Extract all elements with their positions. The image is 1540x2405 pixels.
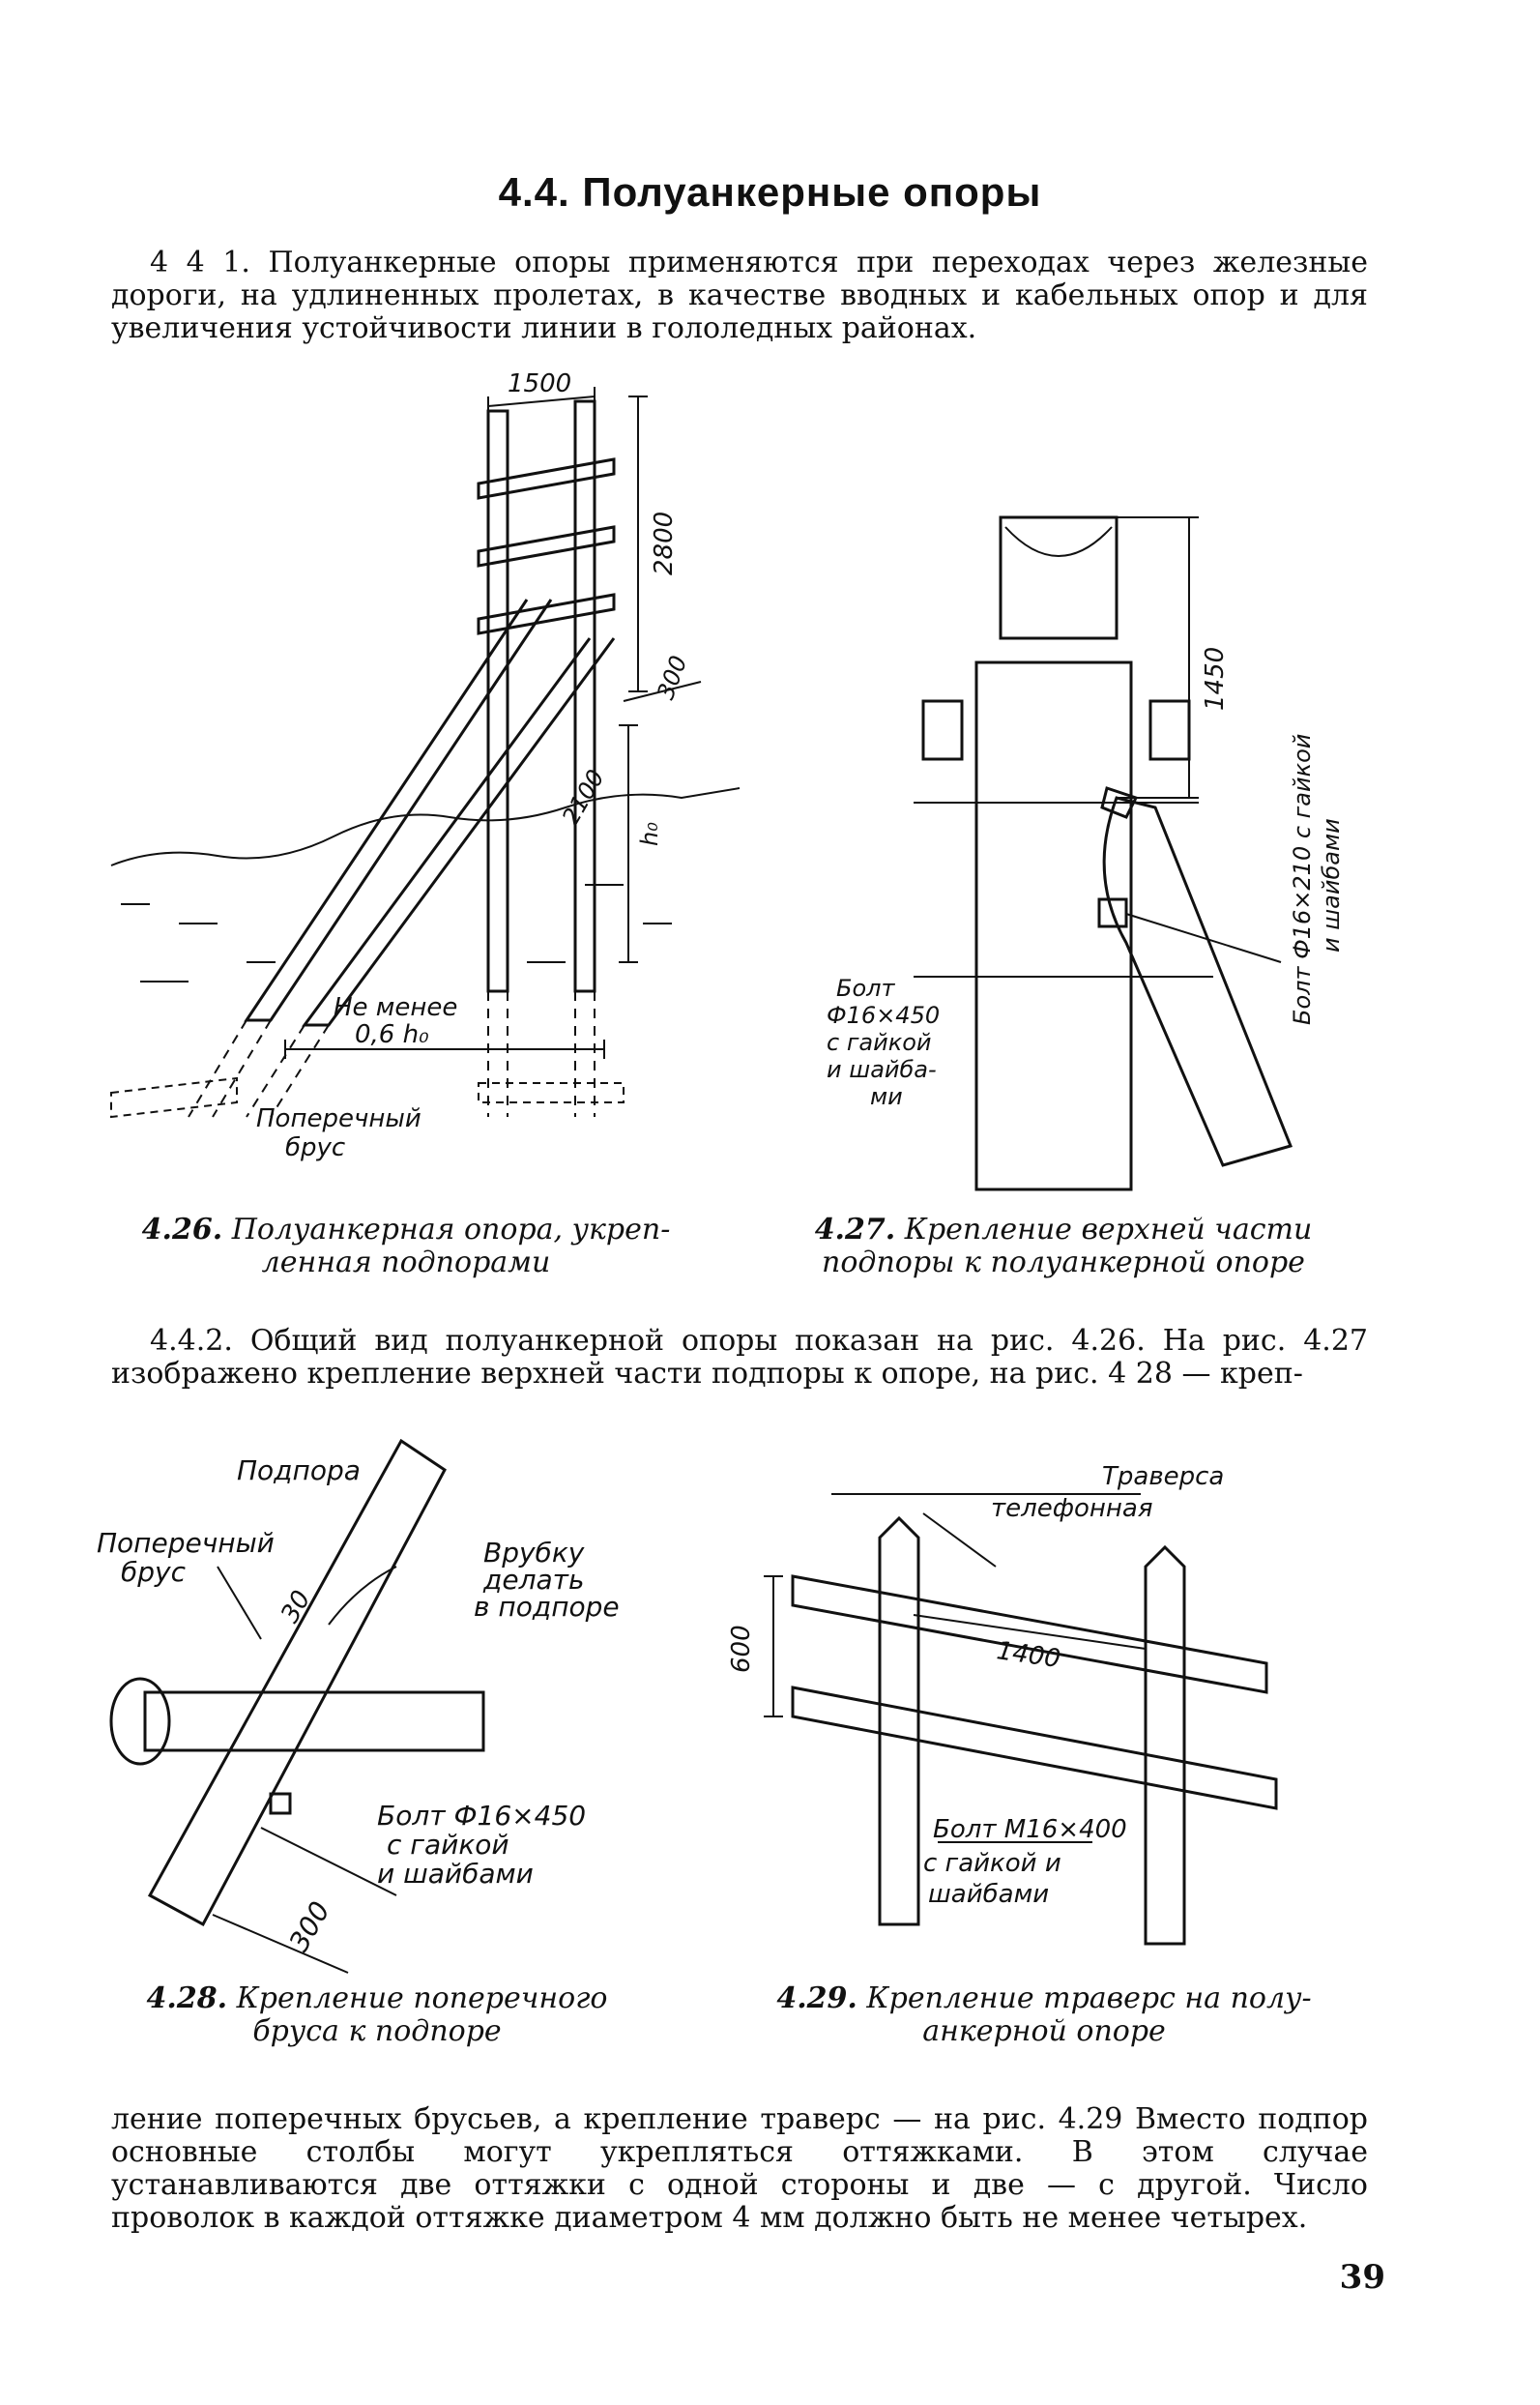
min-distance-label-1: Не менее [334,993,457,1022]
bolt-label-3: шайбами [928,1880,1049,1909]
dim-300-label: 300 [652,652,692,703]
caption-text-2: бруса к подпоре [252,2014,502,2048]
caption-text-1: Полуанкерная опора, укреп- [231,1213,671,1246]
section-title: 4.4. Полуанкерные опоры [498,169,1042,215]
caption-4-28: 4.28. Крепление поперечного бруса к подп… [92,1982,662,2048]
caption-text-1: Крепление поперечного [236,1981,608,2015]
bolt-left-label-1: Болт [836,975,895,1002]
dim-1450-label: 1450 [1201,647,1230,711]
caption-text-2: ленная подпорами [261,1246,551,1279]
bolt-label-1: Болт М16×400 [933,1815,1127,1844]
dim-1400-label: 1400 [995,1636,1062,1674]
dim-30-label: 30 [276,1586,317,1628]
bolt-label-1: Болт Ф16×450 [377,1800,586,1832]
figure-4-27: 1450 Болт Ф16×210 с гайкой и шайбами Бол… [827,488,1358,1204]
caption-text-2: подпоры к полуанкерной опоре [822,1246,1305,1279]
bolt-left-label-5: ми [870,1083,903,1110]
notch-label-1: Врубку [483,1537,585,1569]
notch-label-2: делать [482,1564,584,1596]
bolt-right-label-2: и шайбами [1318,818,1345,953]
caption-4-26: 4.26. Полуанкерная опора, укреп- ленная … [121,1214,691,1279]
notch-label-3: в подпоре [474,1591,620,1623]
caption-text-1: Крепление верхней части [904,1213,1313,1246]
figure-4-26: 1500 2800 300 2100 h₀ Не менее 0,6 h₀ По… [102,369,778,1204]
crossbar-label-1: Поперечный [256,1104,421,1133]
caption-text-2: анкерной опоре [922,2014,1166,2048]
crossbar-label-2: брус [121,1556,187,1588]
traverse-label-1: Траверса [1102,1462,1224,1491]
bolt-label-2: с гайкой и [923,1849,1061,1878]
traverse-label-2: телефонная [991,1494,1152,1523]
caption-4-29: 4.29. Крепление траверс на полу- анкерно… [735,1982,1353,2048]
figure-number: 4.28. [146,1981,228,2015]
figure-number: 4.27. [814,1213,896,1246]
paragraph-text: 4 4 1. Полуанкерные опоры применяются пр… [111,246,1368,345]
bolt-right-label-1: Болт Ф16×210 с гайкой [1289,734,1316,1025]
bolt-label-2: с гайкой [387,1829,509,1861]
crossbar-label-2: брус [285,1133,345,1162]
bolt-left-label-3: с гайкой [827,1029,932,1056]
bolt-left-label-4: и шайба- [827,1056,937,1083]
figure-number: 4.26. [141,1213,223,1246]
paragraph-text: 4.4.2. Общий вид полуанкерной опоры пока… [111,1324,1368,1391]
figure-4-28: Подпора Поперечный брус 30 Врубку делать… [87,1431,648,1974]
figure-4-29: Траверса телефонная 600 1400 Болт М16×40… [706,1451,1305,1973]
strut-label: Подпора [237,1454,361,1486]
caption-text-1: Крепление траверс на полу- [866,1981,1312,2015]
dim-h0-label: h₀ [636,822,663,846]
dim-height-label: 2800 [650,512,679,575]
paragraph-text: ление поперечных брусьев, а крепление тр… [111,2102,1368,2235]
bolt-label-3: и шайбами [377,1858,534,1890]
crossbar-label-1: Поперечный [97,1527,275,1559]
page-number: 39 [1339,2258,1385,2297]
paragraph-4-4-2: 4.4.2. Общий вид полуанкерной опоры пока… [111,1325,1368,1391]
min-distance-label-2: 0,6 h₀ [355,1020,429,1049]
caption-4-27: 4.27. Крепление верхней части подпоры к … [773,1214,1353,1279]
dim-width-label: 1500 [508,369,571,398]
dim-600-label: 600 [727,1625,756,1673]
bolt-left-label-2: Ф16×450 [827,1002,940,1029]
figure-number: 4.29. [776,1981,857,2015]
paragraph-4-4-1: 4 4 1. Полуанкерные опоры применяются пр… [111,247,1368,345]
paragraph-continuation: ление поперечных брусьев, а крепление тр… [111,2103,1368,2235]
